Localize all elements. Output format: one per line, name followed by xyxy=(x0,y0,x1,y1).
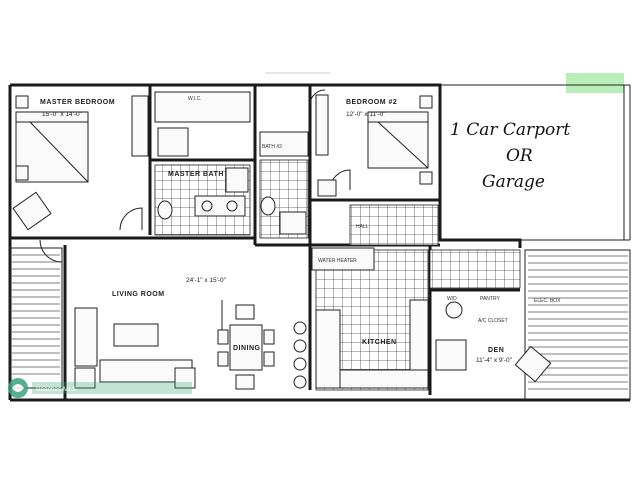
balcony-left xyxy=(9,247,63,389)
bedroom2-closet xyxy=(315,94,329,156)
den-washer xyxy=(445,301,463,319)
den-chair xyxy=(514,345,552,383)
master-toilet xyxy=(157,200,173,220)
master-bed xyxy=(15,95,89,183)
master-bedroom-label: MASTER BEDROOM xyxy=(40,99,115,106)
carport-note-line-2: OR xyxy=(506,146,533,166)
master-chair xyxy=(12,191,52,231)
foyer-tile-floor xyxy=(429,249,521,289)
bedroom-2-label: BEDROOM #2 xyxy=(346,99,397,106)
kitchen-counter-right xyxy=(409,299,429,371)
bedroom2-bed xyxy=(367,95,433,185)
master-dresser xyxy=(131,95,149,157)
master-sink-right xyxy=(226,200,238,212)
bath2-vanity xyxy=(279,211,307,235)
exterior-walls xyxy=(8,83,631,402)
living-room-label: LIVING ROOM xyxy=(112,291,165,298)
kitchen-label: KITCHEN xyxy=(362,339,397,346)
green-sticker xyxy=(566,73,624,93)
water-heater xyxy=(317,179,337,197)
master-bedroom-dims: 15'-0" x 14'-0" xyxy=(42,111,83,118)
den-label: DEN xyxy=(488,347,504,354)
bath2-tub xyxy=(259,131,309,157)
carport-note-line-3: Garage xyxy=(482,172,545,192)
bath-2-label: BATH #2 xyxy=(262,144,282,150)
bar-stools xyxy=(293,321,307,389)
hall-label: HALL xyxy=(356,224,369,230)
master-shower xyxy=(225,167,249,193)
pantry-closet xyxy=(311,247,375,271)
dining-table xyxy=(217,304,275,390)
den-dims: 11'-4" x 9'-0" xyxy=(476,357,513,364)
mls-watermark-text: Beaches MLS xyxy=(36,386,77,393)
interior-walls xyxy=(10,85,520,400)
elec-box-label: ELEC. BOX xyxy=(534,298,561,304)
mls-watermark: Beaches MLS xyxy=(8,378,192,398)
bedroom-2-dims: 12'-0" x 11'-0" xyxy=(346,111,386,118)
master-sink-left xyxy=(201,200,213,212)
carport-note-line-1: 1 Car Carport xyxy=(450,120,570,140)
side-chairs xyxy=(74,367,196,389)
coffee-table xyxy=(113,323,159,347)
ac-closet-label: A/C CLOSET xyxy=(478,318,508,324)
wd-label: W/D xyxy=(447,296,457,302)
den-ac-closet xyxy=(435,339,467,371)
living-room-dims: 24'-1" x 15'-0" xyxy=(186,277,227,284)
dining-label: DINING xyxy=(233,345,261,352)
hall-tile-floor xyxy=(349,204,439,246)
master-tub xyxy=(157,127,189,157)
sofa xyxy=(74,307,98,367)
pantry-label: PANTRY xyxy=(480,296,500,302)
kitchen-counter-bottom xyxy=(339,369,429,389)
master-closet xyxy=(154,91,251,123)
water-heater-label: WATER HEATER xyxy=(318,258,357,264)
kitchen-counter-left xyxy=(315,309,341,389)
wic-label: W.I.C. xyxy=(188,96,202,102)
master-bath-label: MASTER BATH xyxy=(168,171,224,178)
bath2-toilet xyxy=(260,196,276,216)
